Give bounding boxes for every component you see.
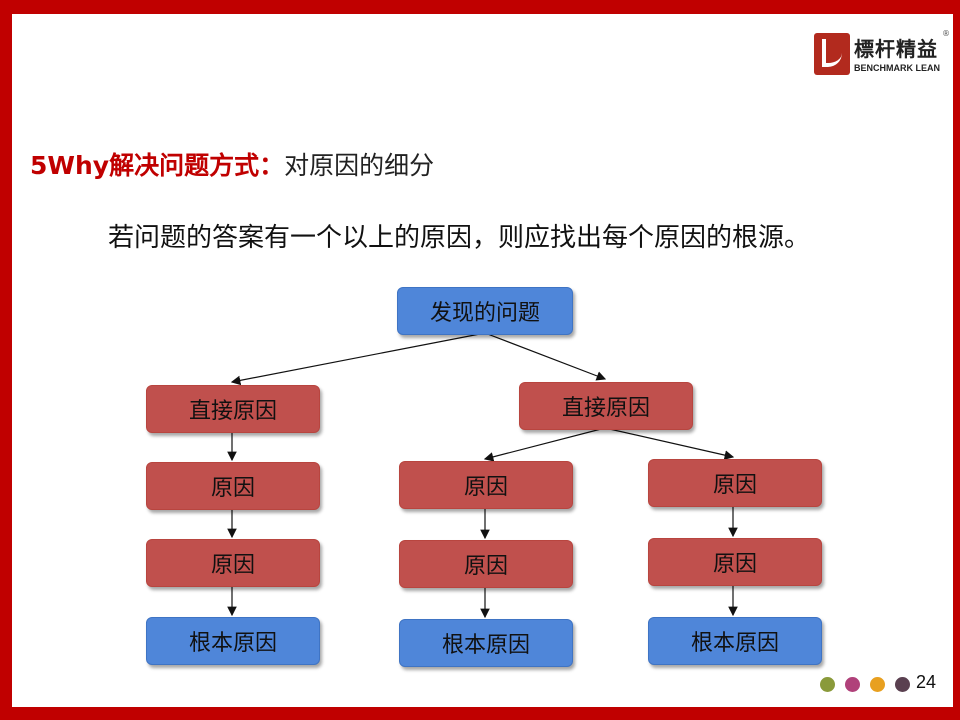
cause-box: 原因 (146, 462, 320, 510)
arrow (230, 332, 486, 386)
dot-icon (820, 677, 835, 692)
slide (12, 14, 953, 707)
cause-box: 原因 (399, 461, 573, 509)
registered-mark: ® (942, 29, 950, 38)
decorative-dots (820, 677, 910, 692)
logo: 標杆精益 BENCHMARK LEAN ® (814, 29, 950, 79)
root-cause-box: 根本原因 (648, 617, 822, 665)
problem-box: 发现的问题 (397, 287, 573, 335)
slide-title: 5Why解决问题方式：对原因的细分 (30, 146, 434, 182)
direct-cause-box: 直接原因 (146, 385, 320, 433)
root-cause-box: 根本原因 (399, 619, 573, 667)
title-rest: 对原因的细分 (284, 151, 435, 180)
description: 若问题的答案有一个以上的原因，则应找出每个原因的根源。 (108, 223, 811, 253)
cause-box: 原因 (648, 538, 822, 586)
root-cause-box: 根本原因 (146, 617, 320, 665)
dot-icon (845, 677, 860, 692)
title-highlight: 5Why解决问题方式： (30, 151, 285, 180)
arrow (604, 427, 735, 460)
cause-box: 原因 (399, 540, 573, 588)
logo-icon (814, 33, 850, 75)
arrow (483, 427, 606, 462)
logo-text: 標杆精益 (854, 37, 938, 61)
direct-cause-box: 直接原因 (519, 382, 693, 430)
logo-subtext: BENCHMARK LEAN (854, 63, 940, 73)
page-number: 24 (916, 672, 937, 692)
cause-box: 原因 (648, 459, 822, 507)
cause-box: 原因 (146, 539, 320, 587)
dot-icon (895, 677, 910, 692)
arrow (484, 332, 607, 381)
dot-icon (870, 677, 885, 692)
